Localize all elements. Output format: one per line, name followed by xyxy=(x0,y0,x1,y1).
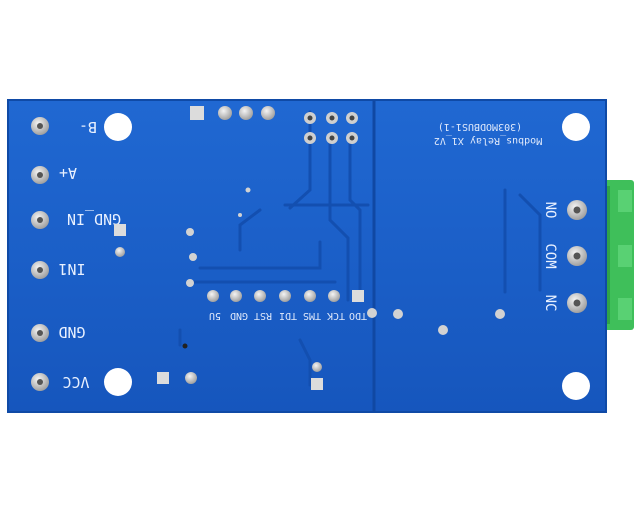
vias xyxy=(182,187,505,349)
mounting-holes xyxy=(104,113,590,400)
jtag-labels: TDO TCK TMS TDI RST GND 5U xyxy=(209,310,367,321)
jtag-label-5u: 5U xyxy=(209,310,221,321)
jtag-label-tms: TMS xyxy=(303,310,321,321)
relay-labels: NO COM NC xyxy=(542,202,558,312)
jtag-header-pins xyxy=(207,290,364,302)
relay-label-com: COM xyxy=(542,243,558,268)
top-header-pins xyxy=(190,106,358,144)
model-line-1: Modbus_Relay X1_V2 xyxy=(434,135,542,146)
relay-terminal-pads xyxy=(567,200,587,313)
jtag-label-tdo: TDO xyxy=(349,310,367,321)
model-line-2: (303MODBUS1-1) xyxy=(438,121,522,132)
relay-label-no: NO xyxy=(542,202,558,219)
label-gnd-in: GND_IN xyxy=(67,210,121,228)
jtag-label-tdi: TDI xyxy=(279,310,297,321)
label-b-minus: B- xyxy=(79,118,97,136)
model-text: Modbus_Relay X1_V2 (303MODBUS1-1) xyxy=(434,121,542,146)
label-gnd: GND xyxy=(58,323,85,341)
label-a-plus: A+ xyxy=(59,164,77,182)
relay-label-nc: NC xyxy=(542,295,558,312)
small-square-pads xyxy=(114,224,323,390)
jtag-label-tck: TCK xyxy=(327,310,345,321)
left-terminal-pads xyxy=(31,117,49,391)
label-vcc: VCC xyxy=(62,373,89,391)
left-labels: B- A+ GND_IN IN1 GND VCC xyxy=(58,118,121,391)
jtag-label-gnd: GND xyxy=(230,310,248,321)
jtag-label-rst: RST xyxy=(254,310,272,321)
label-in1: IN1 xyxy=(58,260,85,278)
